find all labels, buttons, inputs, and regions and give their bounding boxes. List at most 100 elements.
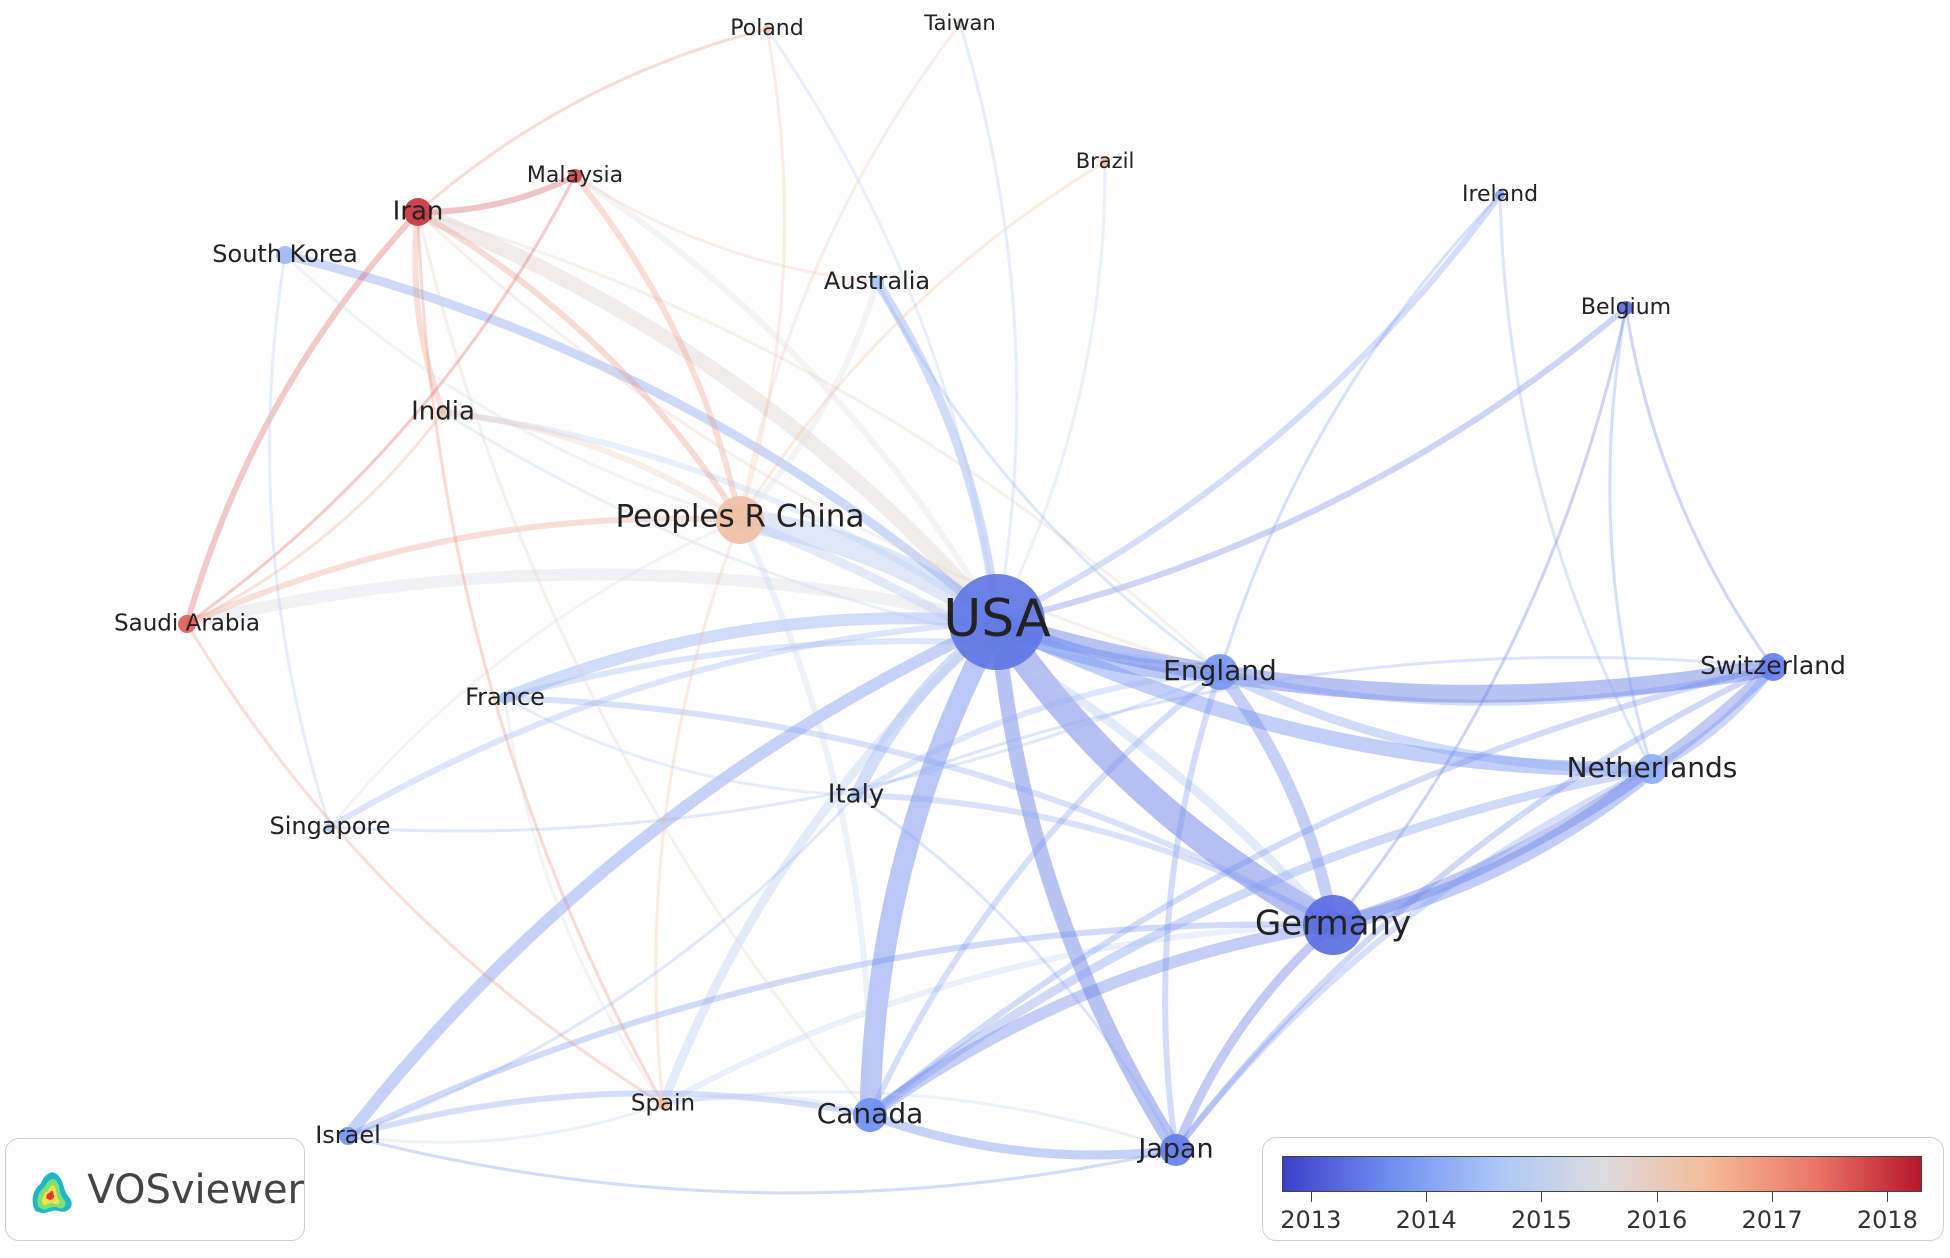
link-china-poland — [738, 27, 787, 522]
legend-tick-label: 2016 — [1626, 1206, 1688, 1234]
link-england-france — [502, 638, 1223, 701]
legend-tick-label: 2017 — [1741, 1206, 1803, 1234]
node-germany[interactable] — [1303, 895, 1363, 955]
link-switzerland-italy — [854, 655, 1775, 797]
node-southkorea[interactable] — [276, 246, 294, 264]
node-italy[interactable] — [850, 789, 862, 801]
link-iran-england — [416, 210, 1222, 674]
legend-tick — [1656, 1192, 1658, 1202]
label-malaysia: Malaysia — [527, 163, 623, 188]
link-china-saudi — [184, 515, 743, 627]
link-switzerland-canada — [867, 664, 1776, 1118]
legend-tick — [1541, 1192, 1543, 1202]
link-france-italy — [503, 696, 858, 797]
link-germany-italy — [853, 792, 1336, 928]
node-brazil[interactable] — [1100, 157, 1110, 167]
node-india[interactable] — [437, 406, 449, 418]
link-saudi-india — [185, 410, 445, 626]
link-germany-france — [502, 695, 1336, 928]
link-canada-china — [737, 517, 874, 1118]
node-canada[interactable] — [853, 1098, 887, 1132]
link-china-india — [440, 409, 743, 523]
label-taiwan: Taiwan — [923, 11, 995, 35]
color-legend: 2013 2014 2015 2016 2017 2018 — [1262, 1137, 1944, 1241]
node-iran[interactable] — [404, 198, 432, 226]
link-usa-netherlands — [989, 614, 1660, 777]
link-usa-southkorea — [280, 250, 1002, 627]
legend-tick-label: 2014 — [1395, 1206, 1457, 1234]
node-england[interactable] — [1202, 654, 1238, 690]
brand-name: VOSviewer — [87, 1166, 304, 1213]
node-usa[interactable] — [949, 574, 1045, 670]
link-china-iran — [415, 209, 743, 523]
link-germany-japan — [1171, 920, 1338, 1155]
link-germany-china — [735, 515, 1338, 930]
node-saudi[interactable] — [178, 615, 196, 633]
link-usa-poland — [765, 27, 999, 624]
link-belgium-netherlands — [1608, 306, 1654, 771]
vosviewer-logo: VOSviewer — [5, 1138, 305, 1241]
link-israel-japan — [346, 1134, 1178, 1195]
node-singapore[interactable] — [325, 822, 335, 832]
link-usa-canada — [859, 611, 1008, 1126]
node-switzerland[interactable] — [1759, 653, 1787, 681]
link-england-italy — [853, 669, 1223, 798]
node-australia[interactable] — [870, 275, 884, 289]
link-usa-singapore — [327, 619, 1000, 830]
link-switzerland-japan — [1173, 664, 1776, 1153]
legend-tick-label: 2013 — [1280, 1206, 1342, 1234]
links-layer — [181, 22, 1782, 1195]
legend-tick — [1772, 1192, 1774, 1202]
node-france[interactable] — [499, 692, 511, 704]
label-ireland: Ireland — [1462, 182, 1538, 207]
link-usa-switzerland — [988, 613, 1782, 703]
link-england-switzerland — [1217, 664, 1776, 706]
link-germany-netherlands — [1325, 761, 1660, 933]
link-germany-spain — [660, 922, 1336, 1107]
link-iran-canada — [416, 210, 872, 1117]
label-usa: USA — [943, 589, 1051, 649]
link-england-canada — [867, 669, 1223, 1118]
label-singapore: Singapore — [269, 812, 390, 840]
legend-tick-label: 2015 — [1510, 1206, 1572, 1234]
link-england-iran — [416, 210, 1222, 674]
node-japan[interactable] — [1160, 1134, 1192, 1166]
link-usa-spain — [658, 617, 1002, 1109]
vosviewer-logo-icon — [32, 1171, 72, 1213]
link-taiwan-china — [738, 22, 962, 522]
label-australia: Australia — [824, 267, 930, 295]
link-england-netherlands — [1215, 667, 1657, 774]
legend-tick-label: 2018 — [1856, 1206, 1918, 1234]
link-canada-israel — [345, 1090, 873, 1139]
link-japan-italy — [854, 793, 1178, 1152]
link-france-spain — [503, 696, 665, 1106]
link-saudi-malaysia — [185, 174, 577, 626]
link-netherlands-canada — [865, 764, 1657, 1120]
node-ireland[interactable] — [1495, 190, 1505, 200]
node-malaysia[interactable] — [568, 169, 582, 183]
node-taiwan[interactable] — [956, 20, 964, 28]
legend-tick — [1310, 1192, 1312, 1202]
node-spain[interactable] — [657, 1098, 669, 1110]
label-england: England — [1163, 654, 1277, 687]
node-netherlands[interactable] — [1637, 754, 1667, 784]
link-japan-spain — [661, 1090, 1178, 1152]
link-germany-israel — [345, 921, 1336, 1139]
node-israel[interactable] — [339, 1127, 357, 1145]
link-singapore-england — [328, 670, 1222, 833]
link-usa-malaysia — [572, 173, 1000, 625]
link-china-singapore — [328, 518, 742, 829]
link-usa-brazil — [995, 160, 1107, 624]
node-china[interactable] — [716, 496, 764, 544]
node-belgium[interactable] — [1619, 301, 1633, 315]
label-israel: Israel — [315, 1121, 381, 1149]
link-ireland-england — [1218, 193, 1502, 674]
node-poland[interactable] — [763, 25, 771, 33]
label-japan: Japan — [1136, 1134, 1213, 1165]
nodes-layer — [178, 20, 1787, 1166]
link-southkorea-china — [283, 253, 742, 522]
label-netherlands: Netherlands — [1567, 751, 1738, 784]
label-china: Peoples R China — [616, 499, 865, 535]
link-australia-england — [875, 280, 1222, 674]
